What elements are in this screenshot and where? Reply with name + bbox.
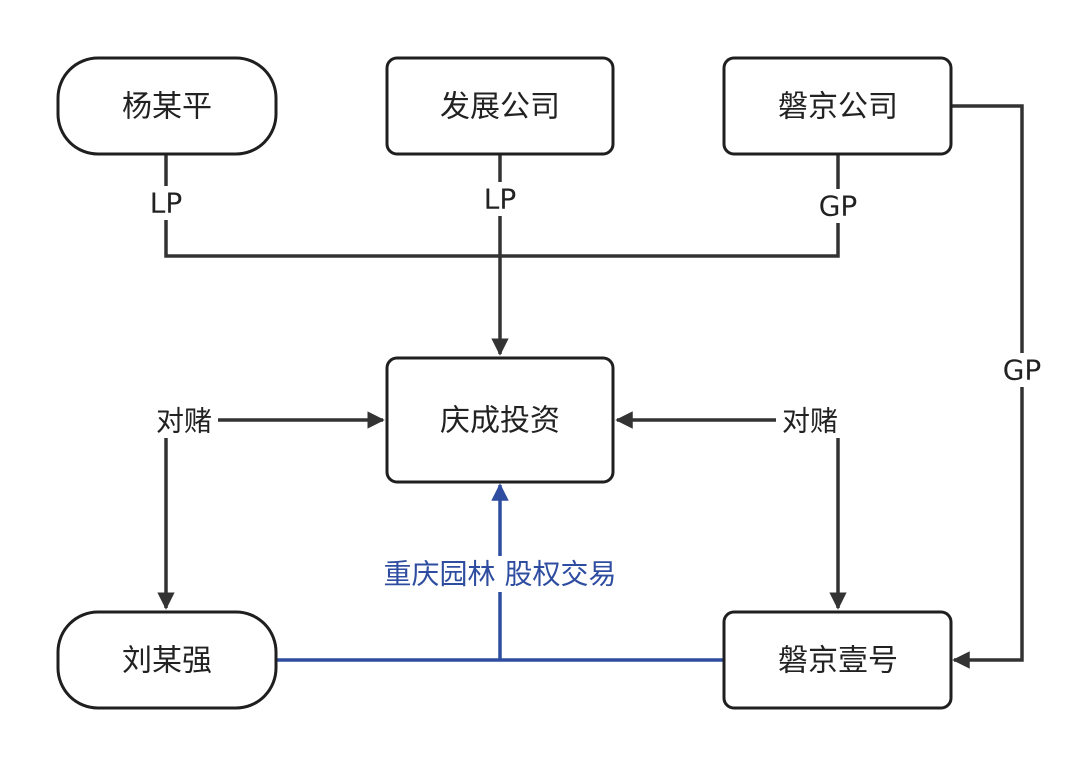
edge-label-equity-transfer: 重庆园林 股权交易	[370, 556, 632, 592]
edge-label-yang-lp: LP	[146, 186, 186, 220]
edge-label-fazhan-lp: LP	[480, 182, 520, 216]
node-panjing-gongsi: 磐京公司	[722, 56, 953, 156]
svg-text:LP: LP	[150, 187, 182, 220]
node-qingcheng-touzi: 庆成投资	[385, 356, 615, 484]
svg-text:GP: GP	[819, 190, 858, 223]
node-liu-mouqiang: 刘某强	[56, 610, 278, 710]
svg-text:刘某强: 刘某强	[122, 644, 212, 679]
svg-text:GP: GP	[1003, 354, 1042, 387]
edge-yang-lp	[164, 154, 500, 258]
svg-text:LP: LP	[484, 183, 516, 216]
edge-panjing-gp	[500, 154, 840, 258]
node-fazhan-gongsi: 发展公司	[385, 56, 615, 156]
edge-label-panjing-gp: GP	[814, 189, 862, 223]
svg-text:重庆园林 股权交易: 重庆园林 股权交易	[384, 558, 617, 591]
edge-label-panjing-to-yihao-gp: GP	[998, 353, 1046, 387]
svg-text:磐京公司: 磐京公司	[778, 90, 898, 125]
svg-text:杨某平: 杨某平	[122, 90, 212, 125]
svg-text:磐京壹号: 磐京壹号	[778, 644, 898, 679]
edge-label-duidu-right: 对赌	[776, 404, 844, 438]
svg-text:对赌: 对赌	[156, 405, 212, 438]
svg-text:对赌: 对赌	[782, 405, 838, 438]
edge-label-duidu-left: 对赌	[150, 404, 218, 438]
node-yang-mouping: 杨某平	[56, 56, 278, 156]
svg-text:庆成投资: 庆成投资	[440, 404, 560, 439]
svg-text:发展公司: 发展公司	[440, 90, 560, 125]
node-panjing-yihao: 磐京壹号	[722, 610, 953, 710]
